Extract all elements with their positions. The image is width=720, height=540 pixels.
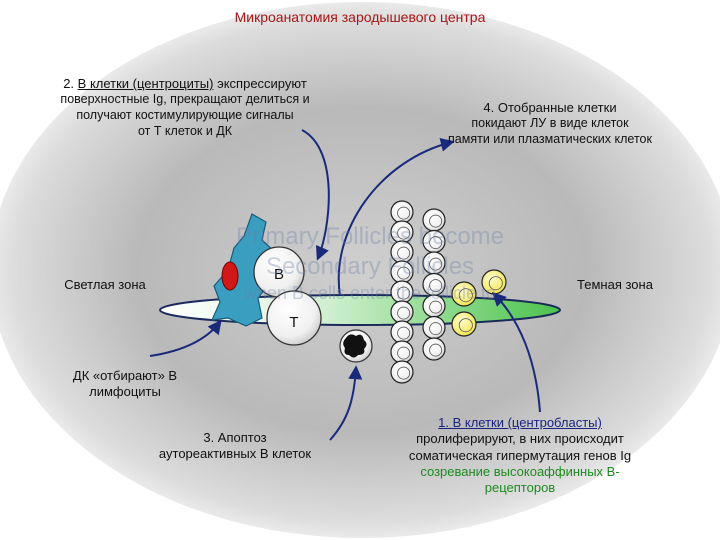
step2-underlined: В клетки (центроциты): [77, 76, 214, 91]
centrocyte-nucleus: [397, 226, 411, 240]
centrocyte-nucleus: [429, 214, 443, 228]
centrocyte-nucleus: [429, 279, 443, 293]
step4-line-3: памяти или плазматических клеток: [448, 131, 652, 146]
centroblast-group: [451, 269, 507, 337]
centrocyte-nucleus: [397, 346, 411, 360]
centrocyte-nucleus: [397, 306, 411, 320]
centrocyte-nucleus: [429, 300, 443, 314]
step3-line-1: 3. Апоптоз: [203, 430, 267, 445]
centrocyte-nucleus: [429, 257, 443, 271]
apoptotic-fragments: [343, 334, 367, 358]
step2-text: 2. В клетки (центроциты) экспрессируют п…: [0, 76, 370, 139]
step2-line-2: поверхностные Ig, прекращают делиться и: [60, 92, 310, 107]
centrocyte-nucleus: [397, 326, 411, 340]
dark-zone-label: Темная зона: [577, 277, 653, 292]
step2-line-4: от Т клеток и ДК: [137, 123, 233, 138]
arrow-step3: [329, 365, 363, 441]
centrocyte-column-2: [422, 208, 446, 361]
b-cell-label: В: [274, 266, 284, 283]
step1-text: 1. В клетки (центробласты) пролиферируют…: [355, 415, 685, 496]
centroblast-nucleus: [458, 318, 473, 333]
centroblast-nucleus: [488, 276, 503, 291]
step1-line-3: соматическая гипермутация генов Ig: [408, 447, 632, 463]
dc-select-line-2: лимфоциты: [89, 384, 161, 400]
centrocyte-nucleus: [397, 286, 411, 300]
dc-select-text: ДК «отбирают» В лимфоциты: [30, 368, 220, 401]
centrocyte-nucleus: [429, 236, 443, 250]
light-zone-label: Светлая зона: [64, 277, 146, 292]
centrocyte-nucleus: [429, 322, 443, 336]
arrow-dc-select: [149, 319, 222, 357]
step4-line-2: покидают ЛУ в виде клеток: [471, 116, 629, 131]
page-title: Микроанатомия зародышевого центра: [234, 9, 486, 25]
centrocyte-column-1: [390, 200, 414, 384]
centroblast-nucleus: [458, 288, 473, 303]
t-cell: [266, 290, 322, 346]
step2-line-1: 2. В клетки (центроциты) экспрессируют: [63, 76, 307, 91]
dc-select-line-1: ДК «отбирают» В: [72, 368, 178, 383]
centrocyte-nucleus: [397, 206, 411, 220]
step1-line-4: созревание высокоаффинных В-: [420, 463, 620, 479]
centrocyte-nucleus: [397, 366, 411, 380]
centrocyte-nucleus: [429, 343, 443, 357]
step3-line-2: аутореактивных В клеток: [158, 446, 312, 462]
step3-text: 3. Апоптоз аутореактивных В клеток: [120, 430, 350, 463]
arrow-step1: [492, 292, 541, 413]
arrow-step4: [337, 137, 455, 297]
step1-line-1: 1. В клетки (центробласты): [438, 415, 602, 430]
centrocyte-nucleus: [397, 246, 411, 260]
step1-line-5: рецепторов: [484, 480, 556, 495]
dc-nucleus: [221, 261, 239, 291]
arrow-step2: [301, 129, 330, 261]
step4-line-1: 4. Отобранные клетки: [483, 100, 617, 115]
step1-line-2: пролиферируют, в них происходит: [416, 431, 624, 447]
step2-line-3: получают костимулирующие сигналы: [76, 107, 294, 122]
centrocyte-nucleus: [397, 266, 411, 280]
step4-text: 4. Отобранные клетки покидают ЛУ в виде …: [390, 100, 710, 148]
t-cell-label: Т: [289, 314, 298, 331]
